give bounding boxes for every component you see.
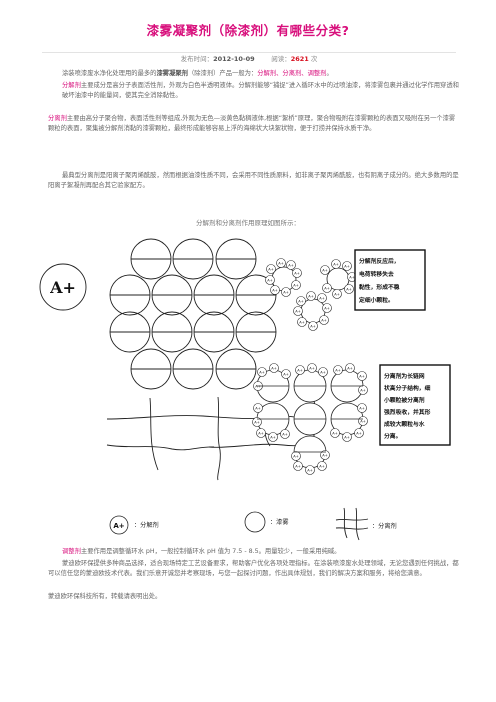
legend-separator-symbol (335, 507, 369, 541)
intro-text-before: 涂装喷漆废水净化处理用的最多的 (62, 70, 157, 77)
legend-decomposer-symbol-label: A+ (113, 522, 124, 530)
separate-term-link[interactable]: 分离剂 (48, 115, 67, 122)
decomposer-explain-box (354, 249, 426, 311)
decompose-paragraph: 分解剂主要成分是高分子表面活性剂，外观为白色半透明液体。分解剂能够“捕捉”进入循… (62, 81, 462, 102)
intro-strong: 漆雾凝聚剂 (156, 70, 188, 77)
decomposer-symbol-label: A+ (49, 278, 76, 297)
flocculated-particles (252, 363, 368, 475)
decompose-term-link[interactable]: 分解剂 (62, 82, 81, 89)
legend-separator-label: ：分离剂 (372, 522, 397, 530)
intro-text-mid: （除漆剂）产品一般为： (187, 70, 258, 77)
decomposer-symbol (39, 263, 87, 311)
company-paragraph: 蒙迪欧环保提供多种商品选择，适合现场特定工艺设备要求，帮助客户优化各项处理指标。… (48, 560, 459, 578)
legend-paint-symbol (244, 511, 266, 533)
separate-text: 主要由高分子聚合物，表面活性剂等组成,外观为无色—淡黄色黏稠液体,根据“絮桥”原… (48, 115, 456, 133)
types-paragraph: 最典型分离剂是阳离子聚丙烯酰胺，然而根据油漆性质不同，会采用不同性质原料，如非离… (48, 172, 459, 190)
views-label: 阅读： (271, 55, 291, 63)
adjust-paragraph: 调整剂主要作用是调整循环水 pH，一般控制循环水 pH 值为 7.5 - 8.5… (62, 547, 462, 557)
legend-decomposer-label: ：分解剂 (134, 521, 159, 529)
diagram-legend: A+ ：分解剂 ：漆雾 ：分离剂 (109, 507, 397, 541)
copyright-note: 蒙迪欧环保科技所有，转载请表明出处。 (48, 593, 162, 600)
intro-types-link[interactable]: 分解剂、分离剂、调整剂 (257, 70, 327, 77)
views-count: 2621 (290, 55, 309, 63)
adjust-text: 主要作用是调整循环水 pH，一般控制循环水 pH 值为 7.5 - 8.5。用量… (80, 548, 341, 555)
intro-paragraph: 涂装喷漆废水净化处理用的最多的漆雾凝聚剂（除漆剂）产品一般为：分解剂、分离剂、调… (62, 69, 462, 79)
legend-paint-label: ：漆雾 (270, 518, 289, 526)
publish-date: 2012-10-09 (213, 55, 255, 63)
views-unit: 次 (310, 55, 318, 63)
diagram-caption: 分解剂和分离剂作用原理如图所示： (196, 219, 300, 227)
decompose-text: 主要成分是高分子表面活性剂，外观为白色半透明液体。分解剂能够“捕捉”进入循环水中… (62, 82, 459, 100)
paint-particle-cluster (109, 238, 277, 390)
adjust-term-link[interactable]: 调整剂 (62, 548, 81, 555)
decomposed-particles-top (265, 258, 357, 331)
legend-decomposer-symbol (109, 515, 129, 535)
article-title: 漆雾凝聚剂（除漆剂）有哪些分类? (146, 23, 350, 38)
separator-explain-text: 分离剂为长链网 状高分子结构，细 小颗粒被分离剂 强烈吸收，并其形 成较大颗粒与… (383, 372, 432, 440)
decomposer-explain-text: 分解剂反应后， 电荷转移失去 黏性，形成不稳 定细小颗粒。 (358, 257, 402, 304)
separator-explain-box (379, 364, 451, 446)
article-meta: 发布时间：2012-10-09 阅读：2621 次 (42, 52, 456, 65)
separate-paragraph: 分离剂主要由高分子聚合物，表面活性剂等组成,外观为无色—淡黄色黏稠液体,根据“絮… (48, 114, 460, 135)
intro-text-after: 。 (326, 70, 333, 77)
publish-date-label: 发布时间： (180, 55, 214, 63)
